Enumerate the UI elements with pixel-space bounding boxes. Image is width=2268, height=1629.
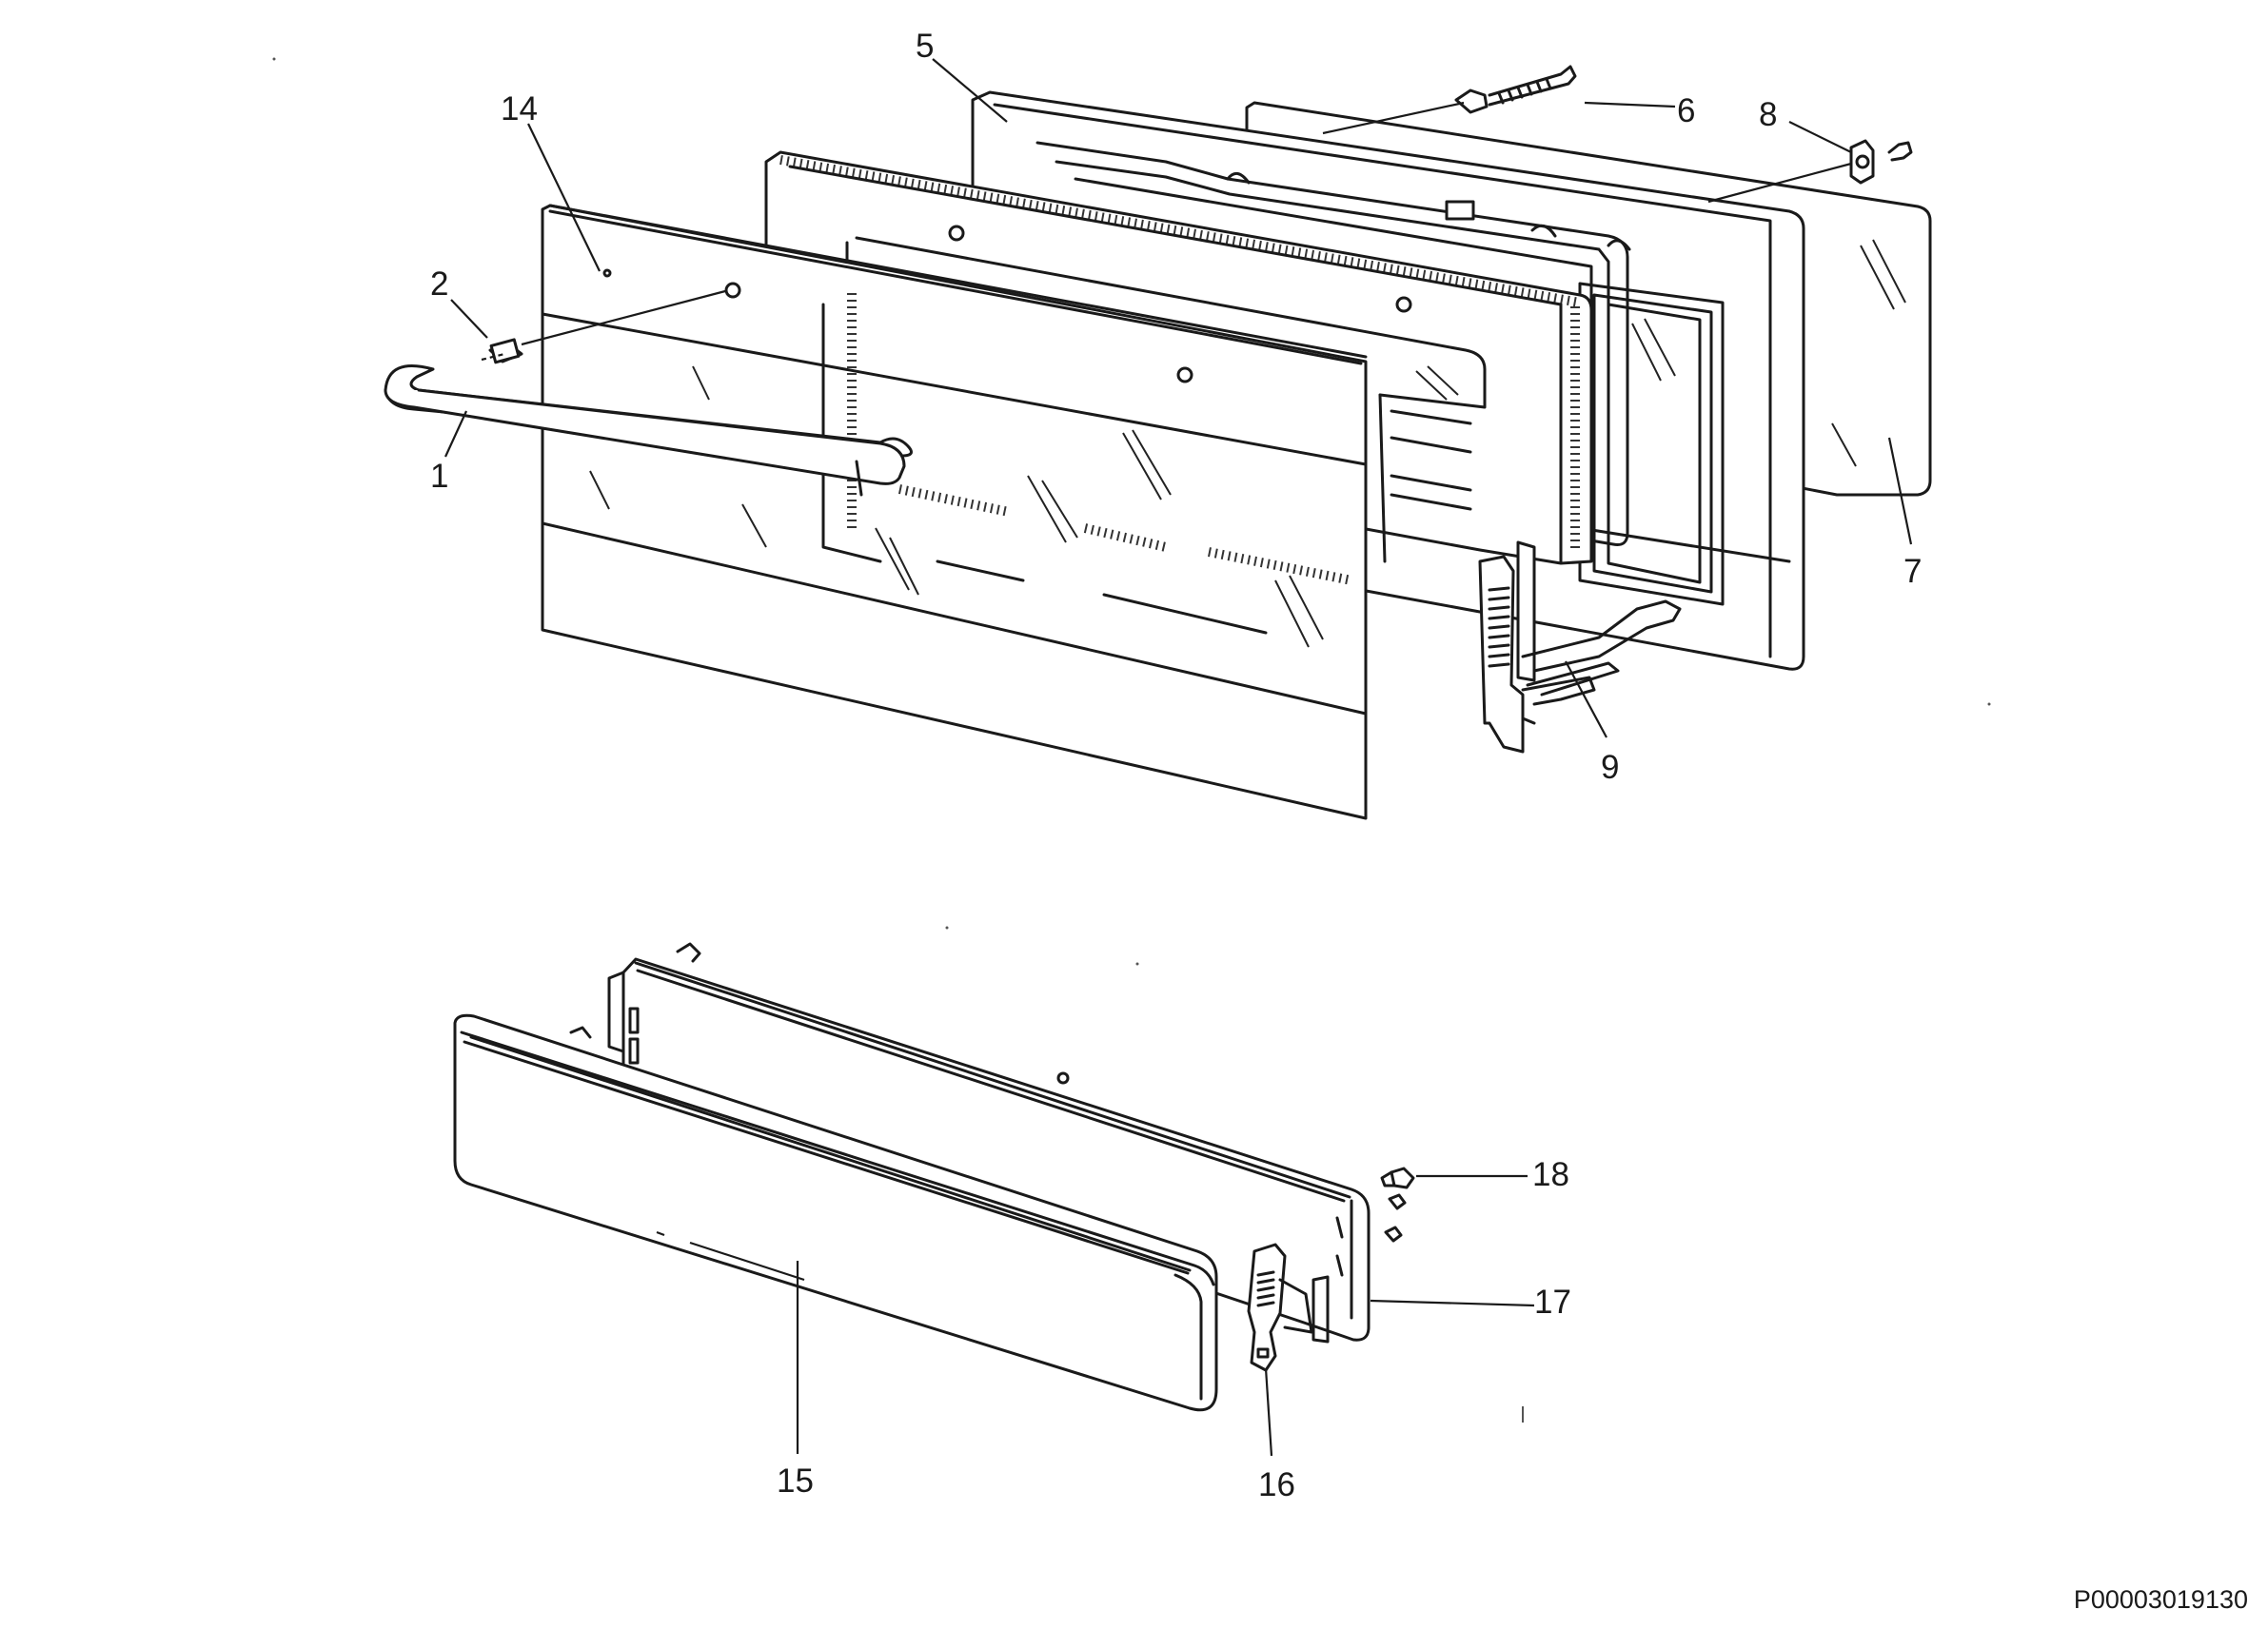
leader-1 (444, 410, 467, 458)
part-18-screws (1380, 1167, 1415, 1243)
leader-6b (1322, 101, 1465, 135)
leader-16 (1264, 1367, 1273, 1457)
callout-2: 2 (430, 265, 448, 303)
leader-14 (527, 123, 601, 272)
part-6-screw (1454, 65, 1577, 114)
part-2-bushing (481, 289, 726, 364)
part-9-hinge (1478, 540, 1682, 754)
part-15-drawer-front (453, 1013, 1218, 1412)
callout-1: 1 (430, 458, 448, 495)
callout-5: 5 (916, 28, 934, 65)
callout-8: 8 (1759, 96, 1777, 133)
part-1-handle (384, 364, 913, 497)
part-8-clip (1849, 139, 1913, 185)
part-14-front-glass (541, 204, 1368, 820)
leader-8b (1707, 162, 1852, 204)
callout-17: 17 (1534, 1284, 1571, 1321)
leader-17 (1370, 1299, 1535, 1307)
callout-16: 16 (1258, 1466, 1295, 1503)
reference-code: P00003019130 (2074, 1585, 2248, 1614)
callout-9: 9 (1601, 749, 1619, 786)
leader-7 (1887, 437, 1913, 545)
drawer-assembly (453, 942, 1535, 1457)
callout-18: 18 (1532, 1156, 1569, 1193)
leader-8 (1788, 121, 1852, 153)
oven-door-assembly (384, 58, 1932, 820)
callout-7: 7 (1903, 553, 1922, 590)
callout-15: 15 (777, 1462, 814, 1500)
leader-2 (450, 299, 488, 339)
leader-5 (932, 58, 1008, 123)
callout-6: 6 (1677, 92, 1695, 129)
leader-6a (1584, 101, 1676, 108)
part-17-drawer-frame (569, 942, 1371, 1344)
leader-9 (1565, 660, 1607, 738)
callout-14: 14 (501, 90, 538, 128)
part-16-drawer-hinge (1247, 1243, 1313, 1372)
